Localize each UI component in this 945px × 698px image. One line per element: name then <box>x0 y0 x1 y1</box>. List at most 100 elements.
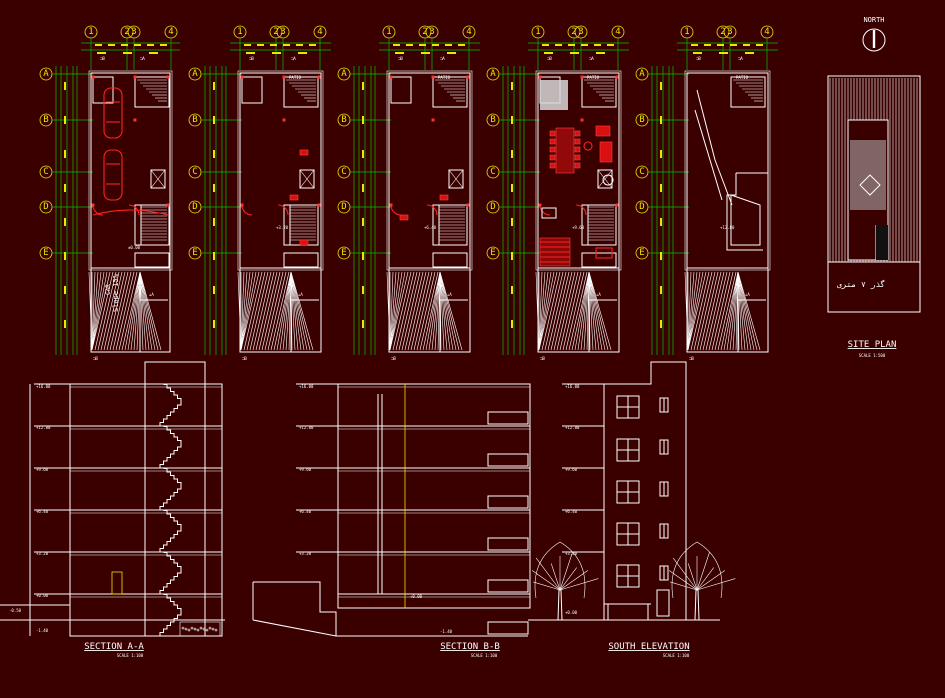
car-icon <box>103 149 123 201</box>
tree-left-icon <box>531 541 599 621</box>
north-marker: ⊥A <box>149 292 154 297</box>
axis-label: 2 <box>124 27 129 37</box>
section-bb-level-4: +3.20 <box>299 551 312 556</box>
hatch-line <box>386 271 391 351</box>
plan-outline <box>686 72 769 353</box>
door-arc <box>575 204 587 216</box>
south-elevation-scale: SCALE 1:100 <box>663 653 690 658</box>
ground-profile <box>253 581 528 637</box>
dim-text <box>570 52 579 54</box>
section-bb-drawing <box>252 383 531 637</box>
terrace-grid <box>540 80 568 110</box>
dim-text <box>362 116 364 124</box>
hatch-line <box>714 271 734 351</box>
stair-box <box>134 204 170 246</box>
room-box <box>241 76 263 104</box>
hatch-line <box>574 271 590 351</box>
section-mark: ⊐A <box>738 56 743 61</box>
section-mark: ⊐B <box>689 356 694 361</box>
column-mark <box>91 75 95 79</box>
hatch-line <box>732 271 739 351</box>
site-drive <box>876 225 888 260</box>
dim-text <box>660 252 662 260</box>
hatch-line <box>737 271 749 351</box>
hatch-line <box>419 271 439 351</box>
hatch-line <box>541 271 561 351</box>
section-bb-title: SECTION B-B <box>440 642 500 652</box>
dim-text <box>660 82 662 90</box>
section-aa-level-3: +6.40 <box>36 509 49 514</box>
roof-slope <box>714 159 733 206</box>
branch <box>672 557 698 591</box>
ramp-edge <box>290 272 319 352</box>
hatch-line <box>237 271 242 351</box>
dim-text <box>544 52 553 54</box>
axis-label: A <box>490 69 496 79</box>
dim-text <box>246 52 255 54</box>
hatch-line <box>428 271 441 351</box>
hatch-line <box>240 271 257 351</box>
rubble-dot <box>199 626 203 630</box>
patio-label-2: PATIO <box>438 75 451 80</box>
hatch-line <box>273 271 292 351</box>
car-label: CAR <box>105 284 112 295</box>
axis-label: E <box>490 248 495 258</box>
section-bb-level-1: +12.80 <box>299 425 314 430</box>
ramp-hatch <box>237 271 314 351</box>
hatch-line <box>139 271 159 351</box>
hatch-line <box>139 271 156 351</box>
hatch-line <box>389 271 406 351</box>
axis-label: 2 <box>571 27 576 37</box>
dim-text <box>511 218 513 226</box>
hatch-line <box>139 271 147 351</box>
hatch-line <box>544 271 564 351</box>
axis-label: 2 <box>422 27 427 37</box>
axis-label: D <box>192 202 197 212</box>
hatch-line <box>240 271 245 351</box>
dim-text <box>745 52 754 54</box>
axis-label: B <box>192 115 197 125</box>
dim-text <box>511 82 513 90</box>
dim-text <box>309 44 316 46</box>
section-mark: ⊐B <box>540 356 545 361</box>
hatch-line <box>282 271 292 351</box>
dim-text <box>298 52 307 54</box>
car-icon <box>103 87 123 139</box>
hatch-line <box>538 271 546 351</box>
hatch-line <box>139 271 150 351</box>
ramp-edge <box>139 272 168 352</box>
hatch-line <box>687 271 695 351</box>
door <box>111 571 123 595</box>
section-aa-level-5: +0.00 <box>36 593 49 598</box>
site-plan-title: SITE PLAN <box>848 340 897 350</box>
plan-level-floor2: +6.40 <box>424 225 437 230</box>
hatch-line <box>588 271 609 351</box>
dim-text <box>213 252 215 260</box>
section-mark: ⊐A <box>291 56 296 61</box>
dim-text <box>213 82 215 90</box>
hatch-line <box>389 271 400 351</box>
branch <box>535 557 561 591</box>
roof-slope <box>696 89 716 161</box>
trunk <box>694 589 700 621</box>
hatch-line <box>556 271 576 351</box>
hatch-line <box>389 271 403 351</box>
dim-text <box>421 52 430 54</box>
axis-label: A <box>43 69 49 79</box>
axis-label: 3 <box>727 27 732 37</box>
kitchen-box <box>134 252 170 268</box>
hatch-line <box>720 271 739 351</box>
stair-flight <box>159 426 182 468</box>
column-mark <box>389 203 393 207</box>
dim-text <box>296 44 303 46</box>
fixture <box>299 239 309 246</box>
hatch-line <box>290 271 311 351</box>
hatch-line <box>267 271 287 351</box>
fixture <box>289 194 299 201</box>
stair-flight <box>159 510 182 552</box>
hatch-line <box>538 271 558 351</box>
plan-outline <box>90 72 171 353</box>
column-mark <box>166 203 170 207</box>
hatch-line <box>290 271 302 351</box>
dim-text <box>362 320 364 328</box>
